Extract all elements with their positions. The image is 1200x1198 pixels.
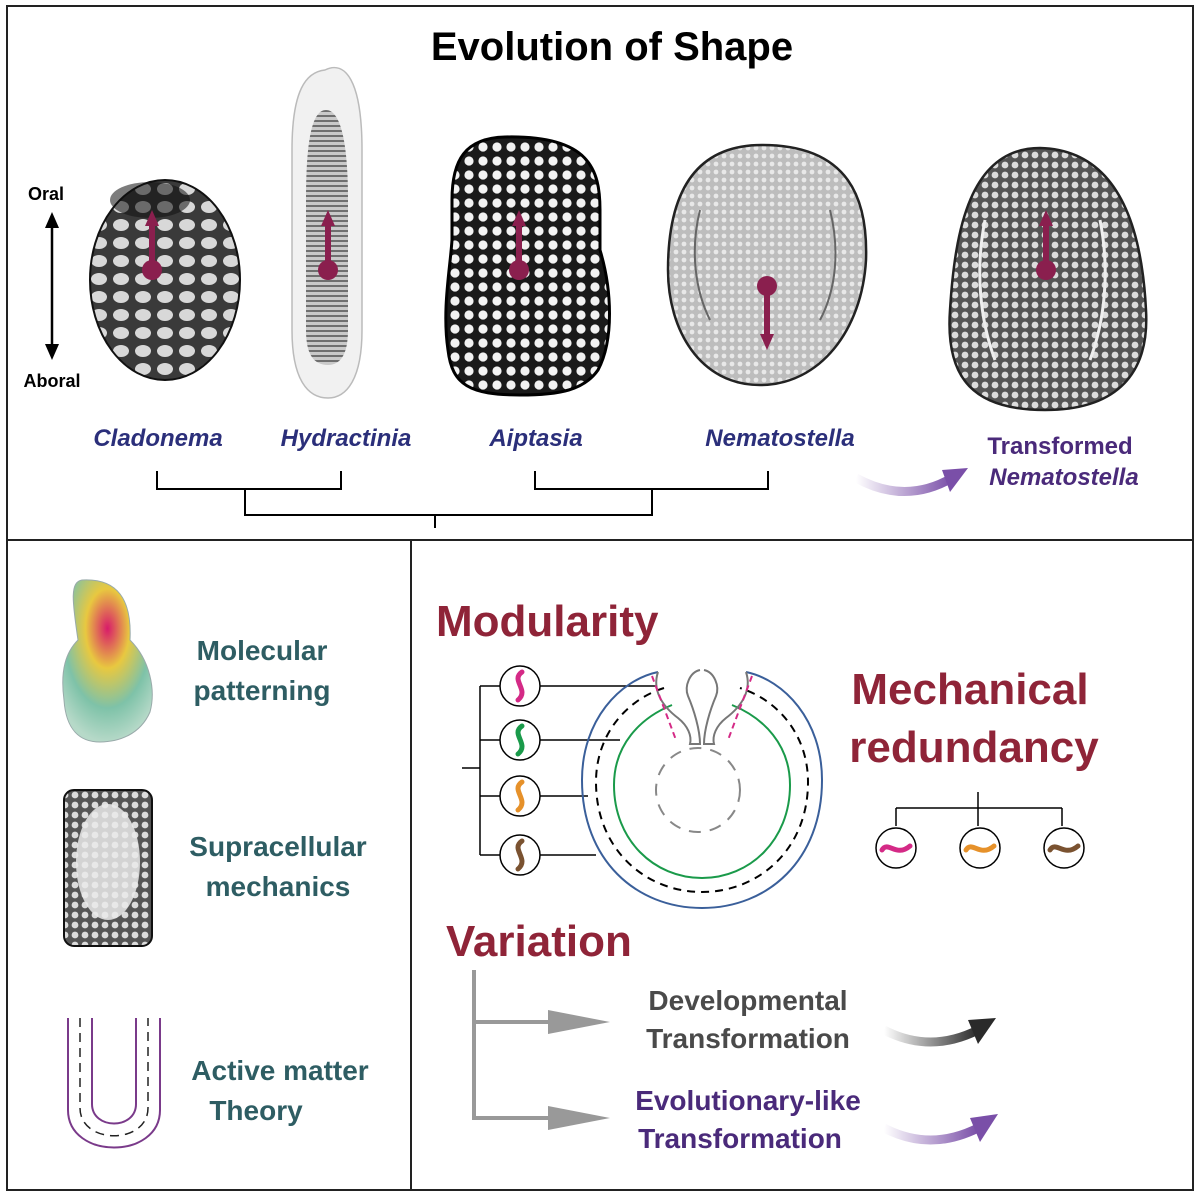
molecular-label-line1: Molecular [197, 635, 328, 666]
transformed-polarity-arrow [1036, 210, 1056, 280]
module-icon-pink [499, 665, 541, 707]
developmental-label-line1: Developmental [648, 985, 847, 1016]
oral-aboral-axis: Oral Aboral [23, 184, 80, 391]
mechanical-heading-line1: Mechanical [851, 665, 1088, 714]
modularity-heading: Modularity [436, 597, 659, 646]
developmental-label-line2: Transformation [646, 1023, 850, 1054]
hydractinia-embryo-image [291, 66, 363, 399]
aboral-label: Aboral [23, 371, 80, 391]
developmental-arrow [881, 1018, 996, 1047]
molecular-label-line2: patterning [194, 675, 331, 706]
aiptasia-polarity-arrow [509, 210, 529, 280]
active-matter-label-line1: Active matter [191, 1055, 369, 1086]
species-label-aiptasia: Aiptasia [488, 425, 582, 452]
cladonema-embryo-image [89, 179, 241, 381]
page-title: Evolution of Shape [431, 25, 793, 69]
cladonema-polarity-arrow [142, 210, 162, 280]
redundancy-module-icons [875, 827, 1085, 869]
polarity-markers [142, 210, 1056, 350]
species-label-cladonema: Cladonema [93, 425, 222, 452]
active-matter-u-diagram [67, 1018, 161, 1149]
species-label-nematostella: Nematostella [705, 425, 854, 452]
evolutionary-label-line2: Transformation [638, 1123, 842, 1154]
evolutionary-label-line1: Evolutionary-like [635, 1085, 861, 1116]
molecular-patterning-image [62, 579, 153, 743]
redundancy-tree [895, 792, 1063, 826]
module-icons [499, 665, 541, 876]
transformed-label-line1: Transformed [987, 433, 1132, 460]
module-icon-orange [499, 775, 541, 817]
transformation-arrow [853, 468, 968, 496]
nematostella-embryo-image [666, 143, 868, 387]
redundancy-icon-brown [1043, 827, 1085, 869]
species-label-hydractinia: Hydractinia [281, 425, 412, 452]
mechanical-heading-line2: redundancy [849, 723, 1099, 772]
bottom-right-panel-border [410, 539, 1194, 1191]
supracellular-mechanics-image [63, 789, 153, 947]
module-icon-brown [499, 834, 541, 876]
evolutionary-arrow [881, 1114, 998, 1145]
hydractinia-polarity-arrow [318, 210, 338, 280]
phylogeny-tree [156, 471, 769, 528]
modularity-tree [462, 685, 656, 856]
variation-heading: Variation [446, 917, 632, 966]
redundancy-icon-pink [875, 827, 917, 869]
active-matter-label-line2: Theory [209, 1095, 303, 1126]
nematostella-polarity-arrow [757, 276, 777, 350]
supracellular-label-line2: mechanics [206, 871, 351, 902]
transformed-label-line2: Nematostella [989, 464, 1138, 491]
module-icon-green [499, 719, 541, 761]
concentric-ring-diagram [580, 669, 824, 910]
variation-branches [472, 970, 610, 1130]
supracellular-label-line1: Supracellular [189, 831, 367, 862]
redundancy-icon-orange [959, 827, 1001, 869]
oral-label: Oral [28, 184, 64, 204]
